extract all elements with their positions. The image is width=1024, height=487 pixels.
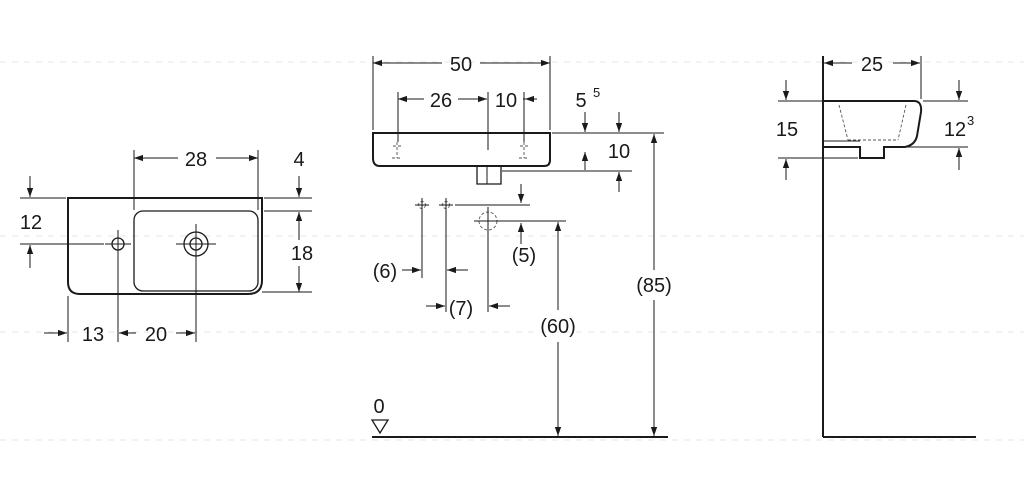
dim-front-total-width: 50 bbox=[450, 54, 472, 76]
dim-front-right-offset: 5 bbox=[575, 90, 586, 112]
dim-plan-rim: 4 bbox=[293, 149, 304, 171]
floor-level-label: 0 bbox=[373, 396, 384, 418]
plan-view: 28 4 18 12 13 20 bbox=[20, 149, 313, 346]
dim-plan-bowl-depth: 18 bbox=[291, 243, 313, 265]
side-view: 25 15 12 3 bbox=[776, 54, 976, 438]
dim-front-sixty: (60) bbox=[540, 316, 576, 338]
dim-side-bowl-height: 15 bbox=[776, 119, 798, 141]
side-basin-profile bbox=[823, 100, 923, 159]
dim-plan-left: 13 bbox=[82, 324, 104, 346]
dim-front-five: (5) bbox=[512, 245, 536, 267]
dim-plan-center: 20 bbox=[145, 324, 167, 346]
floor-level-symbol bbox=[370, 419, 390, 435]
dim-front-hole-spacing: 10 bbox=[495, 90, 517, 112]
front-tap-holes bbox=[392, 142, 529, 159]
dim-side-depth: 25 bbox=[861, 54, 883, 76]
dim-front-height: 10 bbox=[608, 141, 630, 163]
front-drain bbox=[476, 166, 502, 185]
dim-plan-tap-offset: 12 bbox=[20, 212, 42, 234]
dim-side-rim-drop: 12 bbox=[944, 119, 966, 141]
front-center-markers bbox=[415, 198, 502, 235]
dim-front-eighty-five: (85) bbox=[636, 275, 672, 297]
dim-front-seven: (7) bbox=[449, 298, 473, 320]
front-basin-outline bbox=[372, 132, 551, 167]
dim-plan-width: 28 bbox=[185, 149, 207, 171]
background-guides bbox=[0, 61, 1024, 441]
dim-front-left-hole: 26 bbox=[430, 90, 452, 112]
dim-front-six: (6) bbox=[373, 261, 397, 283]
front-view: 50 26 10 5 5 10 bbox=[370, 54, 672, 438]
dim-front-right-offset-sup: 5 bbox=[593, 85, 600, 100]
dim-side-rim-drop-sup: 3 bbox=[967, 113, 974, 128]
plan-basin-outline bbox=[67, 197, 263, 295]
